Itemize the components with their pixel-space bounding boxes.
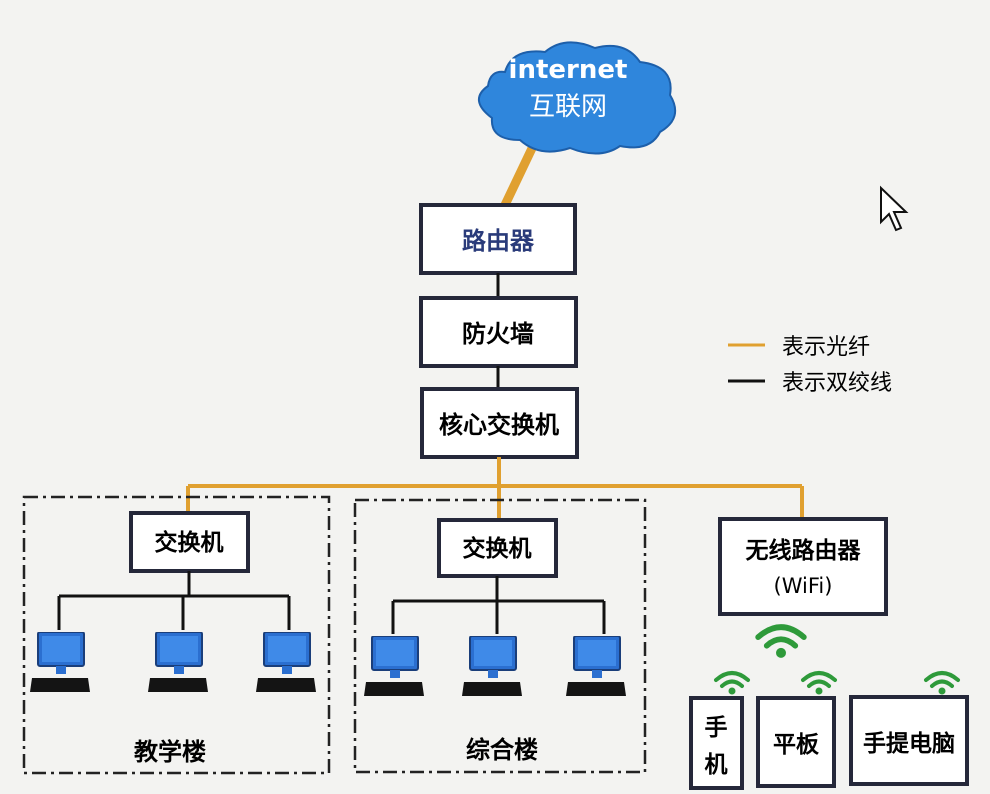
teaching-computer-2 xyxy=(148,632,208,693)
mouse-pointer-icon xyxy=(880,185,909,232)
laptop-label: 手提电脑 xyxy=(863,730,955,757)
teaching-switch-label: 交换机 xyxy=(155,529,224,556)
tablet-box xyxy=(756,696,836,788)
internet-cn-label: 互联网 xyxy=(529,92,607,122)
legend-fiber-label: 表示光纤 xyxy=(782,335,870,360)
complex-building-area xyxy=(353,498,647,774)
wireless-router-wifi-icon xyxy=(758,627,804,658)
tablet-label: 平板 xyxy=(773,732,820,758)
core-switch-label: 核心交换机 xyxy=(439,411,559,439)
complex-computer-1 xyxy=(364,636,424,697)
teaching-computer-1 xyxy=(30,632,90,693)
internet-cloud: internet 互联网 xyxy=(478,41,677,155)
phone-box xyxy=(689,696,744,790)
core-switch-box xyxy=(420,387,579,459)
firewall-label: 防火墙 xyxy=(462,320,534,348)
phone-label-line2: 机 xyxy=(705,752,728,778)
fiber-distribution xyxy=(186,457,804,520)
complex-building-name: 综合楼 xyxy=(466,736,538,764)
wireless-router-label: 无线路由器 xyxy=(746,537,862,564)
internet-label: internet xyxy=(509,55,628,85)
tablet-wifi-icon xyxy=(801,671,837,696)
wireless-router-wifi-label: (WiFi) xyxy=(774,574,833,598)
complex-switch-label: 交换机 xyxy=(463,535,532,562)
complex-computer-3 xyxy=(566,636,626,697)
wireless-router-box xyxy=(718,517,888,616)
laptop-wifi-icon xyxy=(924,671,960,696)
legend-twisted-pair-label: 表示双绞线 xyxy=(782,371,892,396)
teaching-switch-links xyxy=(57,571,291,630)
teaching-building-name: 教学楼 xyxy=(134,738,206,766)
laptop-box xyxy=(849,695,969,786)
complex-computer-2 xyxy=(462,636,522,697)
complex-switch-links xyxy=(391,576,606,634)
phone-wifi-icon xyxy=(714,671,750,696)
router-label: 路由器 xyxy=(462,227,535,255)
teaching-switch-box xyxy=(129,511,250,573)
legend: 表示光纤 表示双绞线 xyxy=(728,335,892,396)
firewall-box xyxy=(419,296,578,368)
phone-label-line1: 手 xyxy=(705,715,728,741)
fiber-link-internet-router xyxy=(500,140,540,207)
teaching-computer-3 xyxy=(256,632,316,693)
teaching-building-area xyxy=(22,495,331,775)
